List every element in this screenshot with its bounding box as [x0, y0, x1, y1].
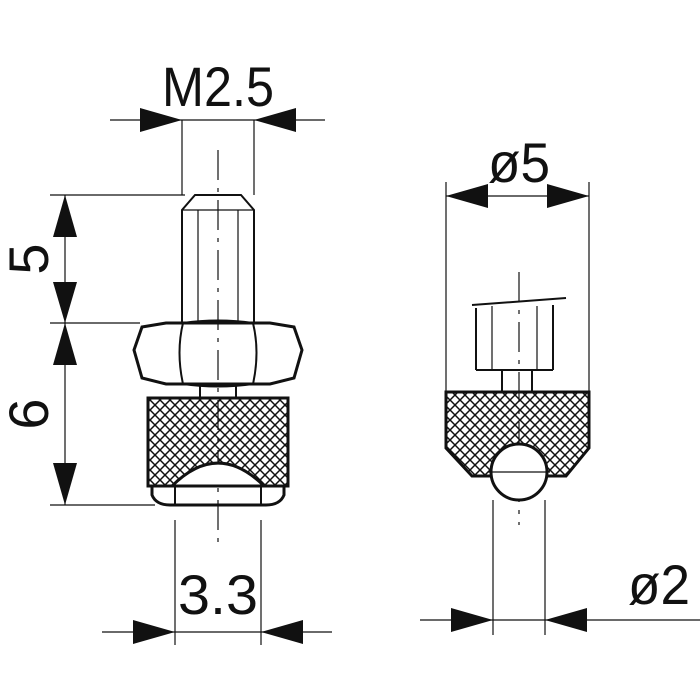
body-length-dimension: 6	[0, 322, 155, 506]
tip-length-dimension: 5	[0, 194, 185, 505]
ball-diameter-label: ø2	[628, 553, 690, 616]
left-view: M2.5 5 6	[0, 55, 332, 645]
thread-label: M2.5	[162, 55, 274, 118]
knurl-width-label: 3.3	[178, 563, 258, 626]
ball-diameter-dimension: ø2	[420, 500, 700, 635]
thread-tip	[181, 194, 255, 323]
body-length-label: 6	[0, 398, 60, 429]
knurled-body	[146, 396, 290, 507]
knurl-width-dimension: 3.3	[102, 520, 332, 645]
knurled-head	[444, 390, 591, 502]
thread-dimension: M2.5	[110, 55, 325, 195]
hex-nut	[132, 319, 304, 388]
right-neck	[501, 369, 533, 393]
tip-length-label: 5	[0, 243, 60, 274]
thread-stub	[471, 297, 567, 371]
right-view: ø5 ø2	[420, 131, 700, 635]
outer-diameter-dimension: ø5	[445, 131, 590, 398]
outer-diameter-label: ø5	[488, 131, 550, 194]
